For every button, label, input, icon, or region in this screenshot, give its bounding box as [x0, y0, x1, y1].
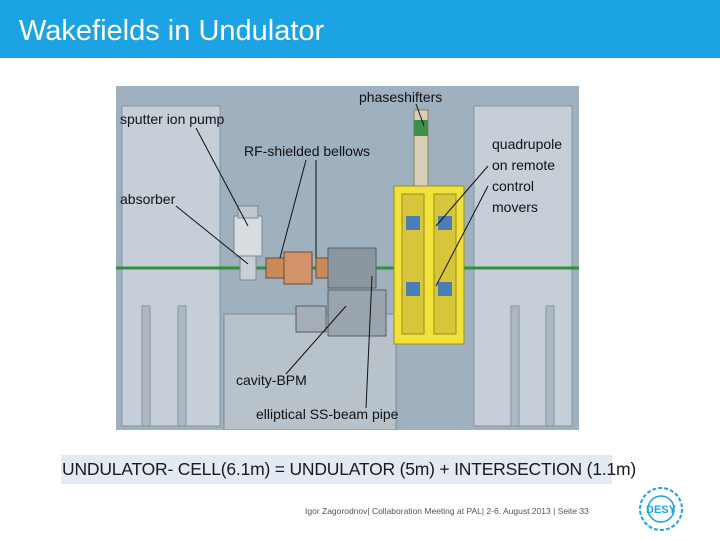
label-phaseshifters: phaseshifters	[359, 89, 442, 105]
rf-bellows-right	[315, 257, 329, 279]
undulator-diagram: phaseshifters sputter ion pump RF-shield…	[116, 86, 579, 430]
right-frame-post	[510, 305, 520, 427]
quadrupole	[327, 247, 377, 289]
label-absorber: absorber	[120, 191, 176, 207]
label-quadrupole-line1: quadrupole	[492, 136, 562, 152]
label-quadrupole-line3: control	[492, 178, 534, 194]
left-frame-post	[177, 305, 187, 427]
caption-background	[61, 455, 612, 484]
cavity-bpm	[327, 289, 387, 337]
caption: UNDULATOR- CELL(6.1m) = UNDULATOR (5m) +…	[62, 459, 637, 479]
slide-title: Wakefields in Undulator	[19, 15, 325, 47]
label-sputter-ion-pump: sputter ion pump	[120, 111, 224, 127]
title-bar	[0, 0, 720, 58]
mover	[295, 305, 327, 333]
label-rf-shielded-bellows: RF-shielded bellows	[244, 143, 370, 159]
left-frame	[121, 105, 221, 427]
label-cavity-bpm: cavity-BPM	[236, 372, 307, 388]
label-elliptical-pipe: elliptical SS-beam pipe	[256, 406, 399, 422]
label-quadrupole-line2: on remote	[492, 157, 555, 173]
pointer-lines	[175, 103, 489, 409]
rf-bellows-left	[265, 257, 285, 279]
left-frame-post	[141, 305, 151, 427]
footer: Igor Zagorodnov| Collaboration Meeting a…	[305, 506, 589, 516]
right-frame-post	[545, 305, 555, 427]
right-frame	[473, 105, 573, 427]
sputter-ion-pump	[233, 215, 263, 257]
rf-bellows-mid	[283, 251, 313, 285]
logo-text: DESY	[646, 504, 677, 516]
label-quadrupole-line4: movers	[492, 199, 538, 215]
desy-logo-icon: DESY	[639, 487, 683, 531]
absorber	[239, 255, 257, 281]
